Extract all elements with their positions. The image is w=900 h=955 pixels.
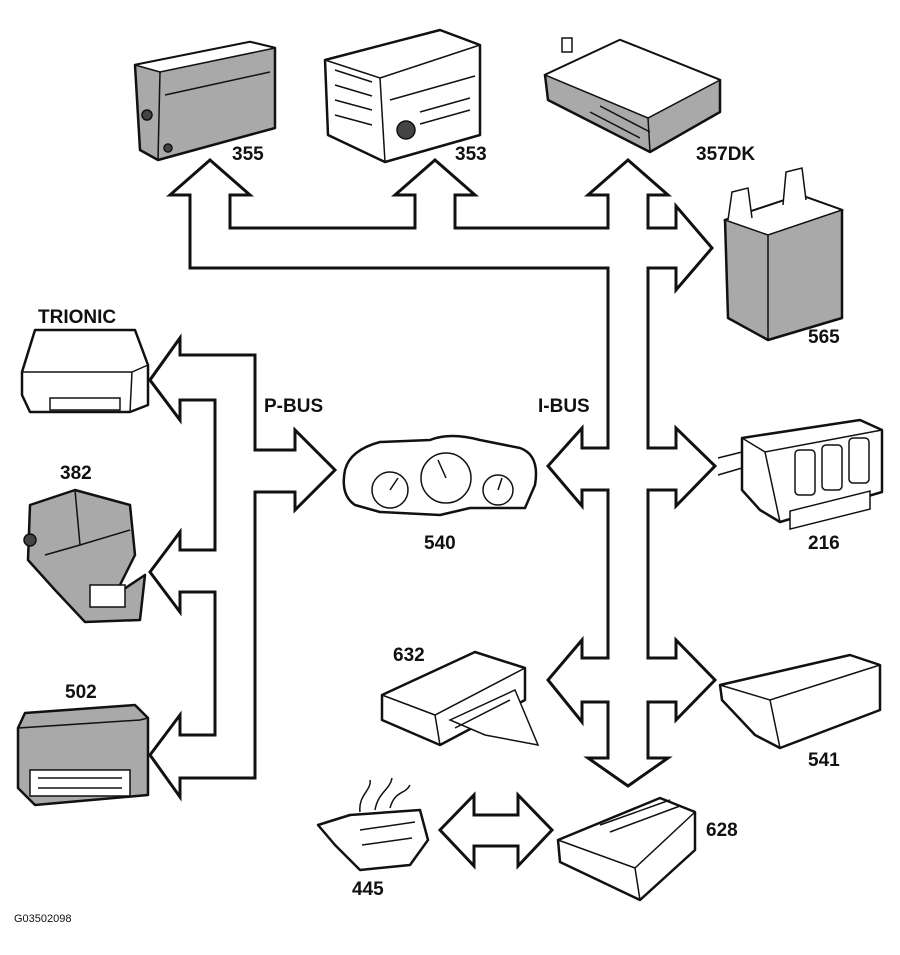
- label-628: 628: [706, 820, 738, 841]
- device-502-module: [16, 703, 150, 807]
- device-541-display: [718, 490, 882, 750]
- device-445-diagnostic-connector: [316, 777, 430, 872]
- device-540-instrument-cluster: [342, 434, 538, 517]
- device-355-cd-changer: [133, 40, 277, 162]
- device-565-module: [722, 167, 845, 342]
- label-trionic: TRIONIC: [38, 307, 116, 328]
- label-353: 353: [455, 144, 487, 165]
- device-trionic-ecu: [20, 328, 150, 414]
- label-445: 445: [352, 879, 384, 900]
- label-632: 632: [393, 645, 425, 666]
- label-355: 355: [232, 144, 264, 165]
- label-216: 216: [808, 533, 840, 554]
- label-541: 541: [808, 750, 840, 771]
- label-540: 540: [424, 533, 456, 554]
- diagnostic-arrow: [437, 791, 555, 870]
- label-502: 502: [65, 682, 97, 703]
- device-628-module: [556, 796, 697, 902]
- label-i-bus: I-BUS: [538, 396, 590, 417]
- device-382-abs-unit: [23, 488, 147, 624]
- label-382: 382: [60, 463, 92, 484]
- device-353-radio: [323, 28, 482, 164]
- device-357dk-module: [543, 37, 722, 154]
- label-357dk: 357DK: [696, 144, 755, 165]
- i-bus-top-arrows: [166, 158, 718, 788]
- label-p-bus: P-BUS: [264, 396, 323, 417]
- label-565: 565: [808, 327, 840, 348]
- p-bus-main: [148, 333, 338, 802]
- device-632-module: [380, 650, 540, 747]
- figure-code: G03502098: [14, 913, 72, 925]
